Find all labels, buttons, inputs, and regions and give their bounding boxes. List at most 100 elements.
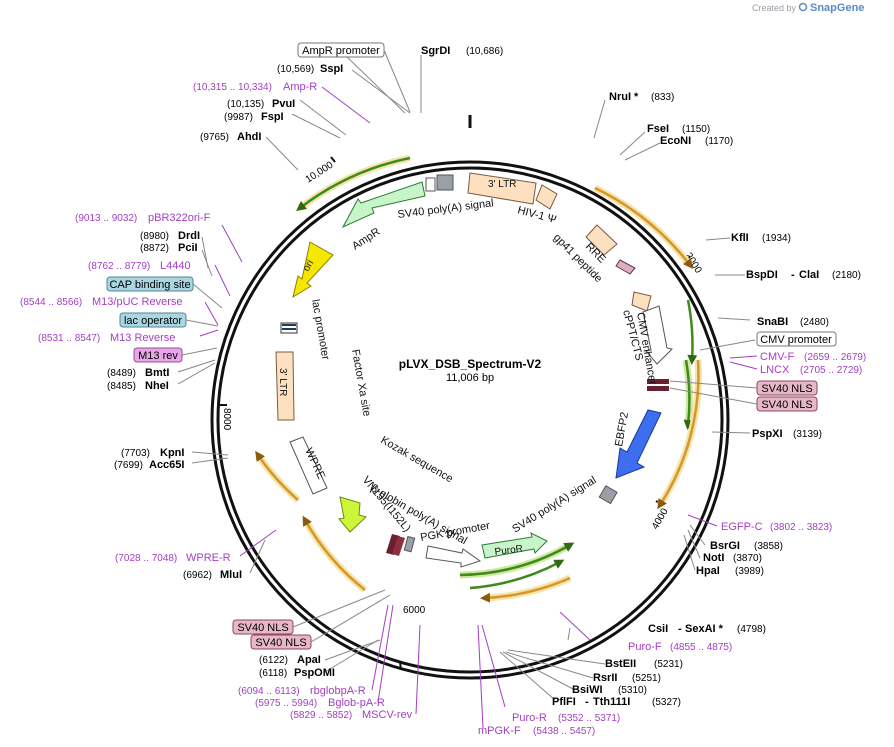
box-label: SV40 NLS [255, 637, 306, 649]
site-name: RsrII [593, 672, 617, 684]
primer-arrows [255, 154, 702, 603]
site-name: BmtI [145, 367, 169, 379]
site-pos: (2480) [800, 317, 829, 328]
feature-ampr [341, 181, 426, 229]
primer-arrow [255, 450, 299, 501]
tick-label-6000: 6000 [403, 605, 426, 616]
site-name: FseI [647, 123, 669, 135]
site-pos: (8872) [140, 243, 169, 254]
site-pos: (5327) [652, 697, 681, 708]
site-name-alt: - [585, 696, 589, 708]
site-name: SexAI * [685, 623, 724, 635]
site-pos: (1150) [682, 124, 710, 135]
primer-name: Bglob-pA-R [328, 697, 385, 709]
site-name: CsiI [648, 623, 668, 635]
primer-name: M13 Reverse [110, 332, 175, 344]
primer-arrow [296, 156, 411, 212]
feature-psi [535, 184, 558, 210]
primer-pos: (6094 .. 6113) [238, 686, 300, 697]
feature-label: 3' LTR [277, 368, 288, 396]
backbone-outer [210, 160, 730, 680]
site-pos: (10,135) [227, 99, 264, 110]
box-leaders [181, 49, 758, 643]
primer-pos: (2659 .. 2679) [804, 352, 866, 363]
site-name: NruI * [609, 91, 639, 103]
tick-4000: 4000 [650, 500, 671, 532]
primer-pos: (10,315 .. 10,334) [193, 82, 272, 93]
feature-nls-top [647, 379, 669, 384]
primer-name: mPGK-F [478, 725, 521, 737]
feature-rre [585, 224, 618, 256]
site-pos: (5231) [654, 659, 683, 670]
tick-label-8000: 8000 [221, 408, 232, 431]
site-name: AhdI [237, 131, 261, 143]
plasmid-length: 11,006 bp [446, 372, 494, 384]
backbone-inner [216, 166, 724, 674]
primer-arrow [302, 515, 366, 591]
credit-prefix: Created by [752, 3, 797, 13]
site-pos: (9765) [200, 132, 229, 143]
site-pos: (3870) [733, 553, 762, 564]
tick-6000: 6000 [399, 605, 426, 671]
site-name: KflI [731, 232, 749, 244]
site-pos: (2180) [832, 270, 861, 281]
primer-name: Puro-R [512, 712, 547, 724]
snapgene-icon [798, 2, 808, 12]
feature-ltr-right [467, 172, 537, 205]
primer-pos: (8762 .. 8779) [88, 261, 150, 272]
feature-label: Factor Xa site [349, 348, 373, 417]
features [275, 172, 674, 568]
primer-arrow-band [301, 518, 368, 593]
site-pos: (8489) [107, 368, 136, 379]
feature-label: SV40 poly(A) signal [510, 474, 598, 535]
primer-arrow [657, 359, 700, 510]
primer-pos: (4855 .. 4875) [670, 642, 732, 653]
primer-pos: (5438 .. 5457) [533, 726, 595, 737]
site-pos: (5310) [618, 685, 647, 696]
box-cmv-promoter [756, 331, 837, 347]
feature-wpre [289, 436, 328, 495]
tick-label-4000: 4000 [650, 506, 671, 531]
site-pos: (6122) [259, 655, 288, 666]
feature-label: PuroR [494, 544, 523, 558]
site-pos: (8980) [140, 231, 169, 242]
site-name: PvuI [272, 98, 295, 110]
box-label: SV40 NLS [761, 383, 812, 395]
site-name: BsrGI [710, 540, 740, 552]
primer-arrow [683, 359, 694, 430]
feature-marker [436, 174, 454, 191]
feature-nls-lower [392, 536, 405, 556]
site-name: Acc65I [149, 459, 184, 471]
site-pos: (10,569) [277, 64, 314, 75]
feature-pgk-promoter [425, 545, 482, 568]
site-name: EcoNI [660, 135, 691, 147]
primer-name: WPRE-R [186, 552, 231, 564]
site-name-alt: - [791, 269, 795, 281]
primer-pos: (7028 .. 7048) [115, 553, 177, 564]
site-pos: (8485) [107, 381, 136, 392]
site-pos: (6118) [259, 668, 287, 679]
site-name: BsiWI [572, 684, 603, 696]
primer-pos: (8544 .. 8566) [20, 297, 82, 308]
primer-name: Puro-F [628, 641, 662, 653]
site-pos: (7699) [114, 460, 143, 471]
site-pos: (7703) [121, 448, 150, 459]
feature-nls-bottom [647, 386, 669, 391]
box-label: SV40 NLS [761, 399, 812, 411]
feature-puror [481, 532, 548, 559]
site-labels: SgrDI (10,686) NruI * (833) FseI (1150) … [107, 45, 861, 708]
primer-name: CMV-F [760, 351, 795, 363]
primer-pos: (9013 .. 9032) [75, 213, 137, 224]
site-name: SgrDI [421, 45, 450, 57]
feature-label: ori [301, 258, 316, 273]
site-pos: (3858) [754, 541, 783, 552]
primer-name: L4440 [160, 260, 191, 272]
feature-marker [425, 177, 436, 192]
site-pos: (6962) [183, 570, 212, 581]
site-name: PspXI [752, 428, 783, 440]
feature-bglobin-pa [403, 535, 416, 553]
site-name: HpaI [696, 565, 720, 577]
primer-arrow-band [484, 574, 572, 602]
primer-name: pBR322ori-F [148, 212, 211, 224]
